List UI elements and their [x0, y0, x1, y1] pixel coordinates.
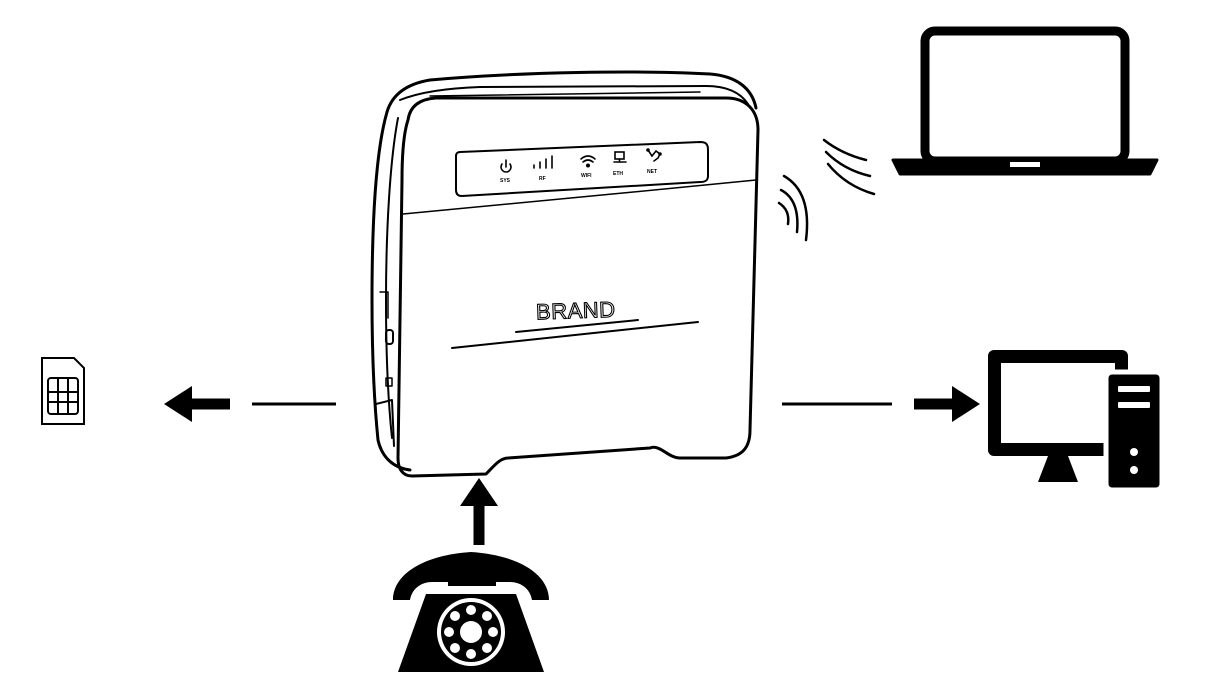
signal-bars-icon	[533, 155, 553, 169]
led-label-sys: SYS	[500, 178, 511, 184]
router-side-panel	[370, 110, 412, 472]
brand-underline-2	[451, 321, 699, 349]
wifi-icon	[580, 155, 596, 168]
sim-arrow-head	[164, 386, 192, 422]
router-side-inner	[385, 117, 399, 439]
router-top-rim	[385, 70, 758, 114]
globe-icon	[646, 148, 662, 162]
sim-connector	[164, 386, 336, 422]
led-indicator-row	[500, 148, 662, 173]
desktop-computer-icon	[988, 350, 1165, 493]
rotary-telephone-icon	[393, 552, 549, 672]
router-top-groove-2	[429, 91, 701, 97]
sim-card-icon	[41, 357, 85, 425]
phone-connector	[460, 478, 498, 545]
led-label-rf: RF	[539, 176, 546, 182]
side-slot	[379, 291, 389, 319]
side-base	[375, 399, 395, 447]
brand-label: BRAND	[536, 297, 616, 325]
side-port	[385, 377, 393, 387]
led-label-net: NET	[647, 169, 657, 175]
side-button	[385, 329, 394, 345]
led-label-wifi: WIFI	[581, 173, 592, 179]
phone-arrow-head	[460, 478, 498, 506]
brand-underline-1	[515, 319, 639, 333]
router-front-divider	[402, 179, 757, 215]
ethernet-icon	[613, 151, 627, 163]
led-panel	[455, 141, 709, 197]
desktop-connector	[782, 386, 980, 422]
router	[370, 70, 760, 478]
power-icon	[500, 159, 512, 173]
led-labels: SYS RF WIFI ETH NET	[500, 169, 657, 184]
router-top-groove	[399, 85, 749, 105]
router-front-face	[396, 96, 760, 478]
laptop-icon	[891, 26, 1159, 176]
led-label-eth: ETH	[613, 171, 623, 177]
wireless-signal-icon	[777, 138, 876, 242]
desktop-arrow-head	[952, 386, 980, 422]
